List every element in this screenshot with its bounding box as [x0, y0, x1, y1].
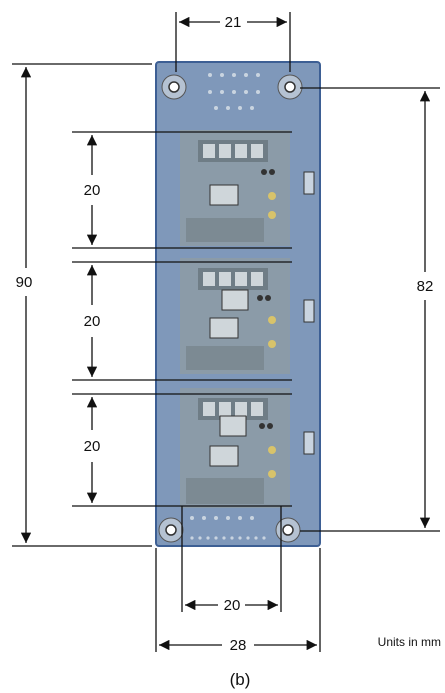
header-pads-bottom	[190, 516, 266, 540]
pcb-board	[155, 61, 321, 547]
label-overall-width: 28	[230, 637, 247, 654]
label-section-2: 20	[84, 313, 101, 330]
board-section-1	[180, 130, 290, 246]
header-pads-top	[208, 73, 260, 110]
dimension-overall-width	[155, 548, 321, 652]
label-overall-height: 90	[16, 274, 33, 291]
mounting-hole-bottom-left	[158, 517, 184, 543]
dimension-section-2	[72, 261, 292, 381]
dimension-section-1	[72, 131, 292, 249]
label-bottom-hole-spacing: 20	[224, 597, 241, 614]
dimension-overall-height	[12, 63, 152, 547]
board-section-2	[180, 258, 290, 374]
board-section-3	[180, 388, 290, 508]
dimension-bottom-hole-spacing	[181, 506, 282, 612]
figure-caption: (b)	[230, 670, 251, 689]
mounting-hole-bottom-right	[275, 517, 301, 543]
dimension-top-hole-spacing	[175, 12, 291, 72]
label-top-hole-spacing: 21	[225, 14, 242, 31]
dimension-hole-vertical-spacing	[300, 87, 440, 532]
mounting-hole-top-left	[161, 74, 187, 100]
side-connectors	[303, 171, 315, 455]
units-note: Units in mm	[378, 635, 441, 649]
label-section-1: 20	[84, 182, 101, 199]
label-hole-vertical-spacing: 82	[417, 278, 434, 295]
label-section-3: 20	[84, 438, 101, 455]
mounting-hole-top-right	[277, 74, 303, 100]
